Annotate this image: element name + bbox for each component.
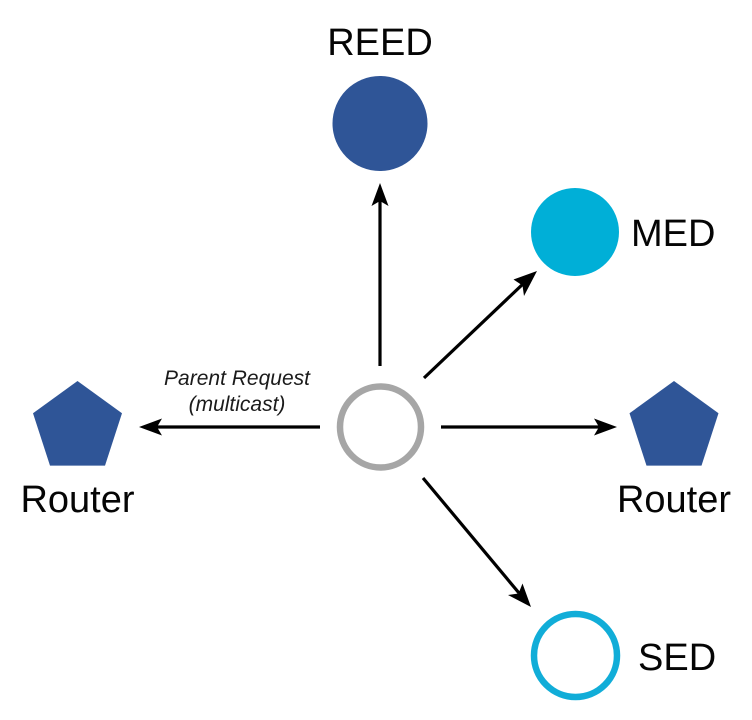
node-med[interactable]: MED — [531, 188, 715, 276]
edge-to-router-right — [441, 418, 617, 436]
edge-to-reed — [371, 183, 389, 366]
sed-circle[interactable] — [530, 610, 621, 701]
reed-circle[interactable] — [332, 76, 428, 171]
router-left-label: Router — [20, 479, 134, 521]
node-center-joining-device[interactable] — [336, 383, 425, 471]
reed-label: REED — [327, 22, 433, 64]
edge-to-router-left-arrowhead — [139, 418, 162, 436]
sed-label: SED — [638, 637, 716, 679]
edge-to-router-right-arrowhead — [594, 418, 617, 436]
router-left-pentagon[interactable] — [33, 381, 122, 466]
med-label: MED — [631, 213, 715, 255]
edge-to-med-line — [422, 281, 526, 380]
edge-to-sed-line — [421, 476, 521, 595]
edge-to-sed — [421, 476, 531, 607]
edge-to-reed-arrowhead — [371, 183, 389, 206]
center-circle[interactable] — [336, 383, 425, 471]
edge-to-med-arrowhead — [513, 271, 537, 296]
edge-to-sed-arrowhead — [508, 583, 531, 607]
router-right-label: Router — [617, 479, 731, 521]
med-circle[interactable] — [531, 188, 619, 276]
node-reed[interactable]: REED — [327, 22, 433, 171]
edge-to-router-left — [139, 418, 320, 436]
node-router-left[interactable]: Router — [20, 381, 135, 521]
parent-request-label-line1: Parent Request — [164, 367, 311, 390]
node-router-right[interactable]: Router — [617, 381, 731, 521]
node-sed[interactable]: SED — [530, 610, 716, 701]
router-right-pentagon[interactable] — [629, 381, 719, 466]
edge-to-router-left-label: Parent Request (multicast) — [164, 367, 311, 416]
edge-to-med — [422, 271, 537, 380]
parent-request-label-line2: (multicast) — [189, 393, 286, 416]
